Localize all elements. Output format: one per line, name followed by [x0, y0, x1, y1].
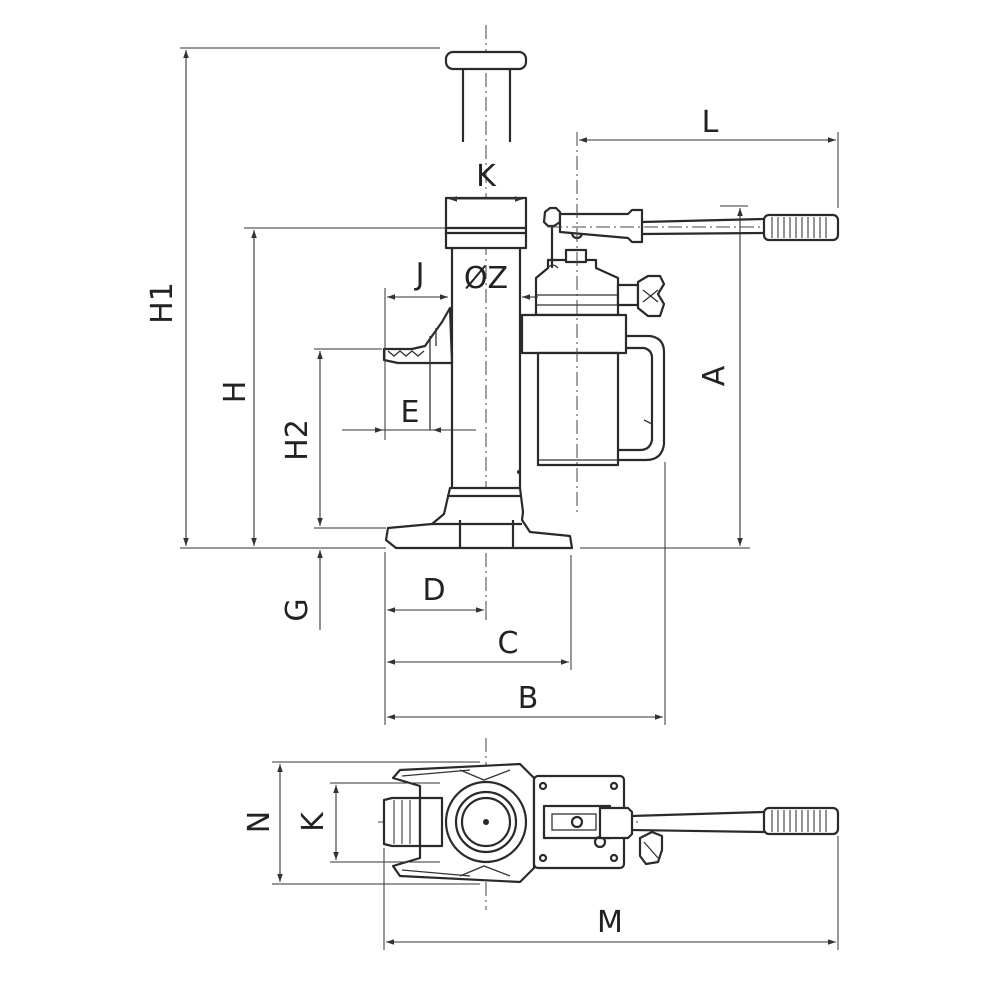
carry-handle-inner	[618, 346, 654, 452]
lever-socket	[558, 208, 644, 244]
top-lever-grip	[762, 806, 840, 836]
cylinder-dot	[517, 470, 521, 474]
label-K: K	[476, 159, 497, 194]
grip-knurl	[771, 217, 827, 238]
pump-reservoir	[536, 351, 620, 467]
label-G: G	[280, 598, 315, 621]
label-H2: H2	[280, 419, 315, 461]
release-valve-stem	[616, 283, 640, 307]
jaw-edge-lines	[401, 769, 471, 877]
claw-teeth	[387, 350, 425, 357]
lever-bar	[641, 217, 765, 236]
top-knob-mark	[643, 841, 659, 859]
top-grip-knurl	[771, 810, 827, 832]
pump-slot-inner	[551, 813, 597, 831]
pump-pivot	[570, 815, 584, 829]
label-E: E	[401, 395, 420, 430]
label-J: J	[414, 257, 425, 292]
toe-claw	[382, 306, 454, 365]
label-L: L	[702, 105, 719, 140]
label-H1: H1	[145, 282, 180, 324]
knob-mark-2	[642, 289, 659, 303]
label-B: B	[518, 681, 539, 716]
jaw-bottom-notch	[459, 865, 511, 877]
carry-handle-outer	[618, 334, 666, 462]
jaw-top-notch	[459, 769, 511, 781]
label-OZ: ØZ	[464, 261, 508, 296]
top-view: N K M	[242, 738, 840, 950]
label-H: H	[218, 381, 253, 404]
ram-mid-circle	[454, 790, 518, 854]
label-C: C	[498, 626, 519, 661]
lever-grip	[762, 213, 840, 242]
toe-neck	[418, 796, 444, 848]
plate-bolt-3	[538, 853, 548, 863]
top-release-knob	[638, 830, 664, 866]
pump-valve-nut	[564, 248, 588, 264]
label-N: N	[242, 811, 277, 833]
lever-pivot	[542, 206, 562, 228]
top-lever-socket	[598, 806, 634, 840]
label-A: A	[697, 365, 732, 386]
side-view: H1 H H2 G K ØZ J E L A D C B	[145, 25, 840, 725]
pump-clamp-band	[520, 313, 628, 355]
top-lever-bar	[631, 810, 765, 834]
ram-inner-circle	[460, 796, 512, 848]
plate-bolt-2	[609, 781, 619, 791]
label-K-top-view: K	[296, 811, 331, 832]
ram-center-dot	[483, 819, 489, 825]
handle-tick	[643, 419, 653, 425]
top-collar	[444, 196, 528, 250]
saddle-cap	[444, 50, 528, 71]
plate-bolt-4	[609, 853, 619, 863]
toe-ridges	[393, 800, 411, 844]
label-M: M	[597, 905, 623, 940]
plate-bolt-1	[538, 781, 548, 791]
label-D: D	[422, 573, 445, 608]
